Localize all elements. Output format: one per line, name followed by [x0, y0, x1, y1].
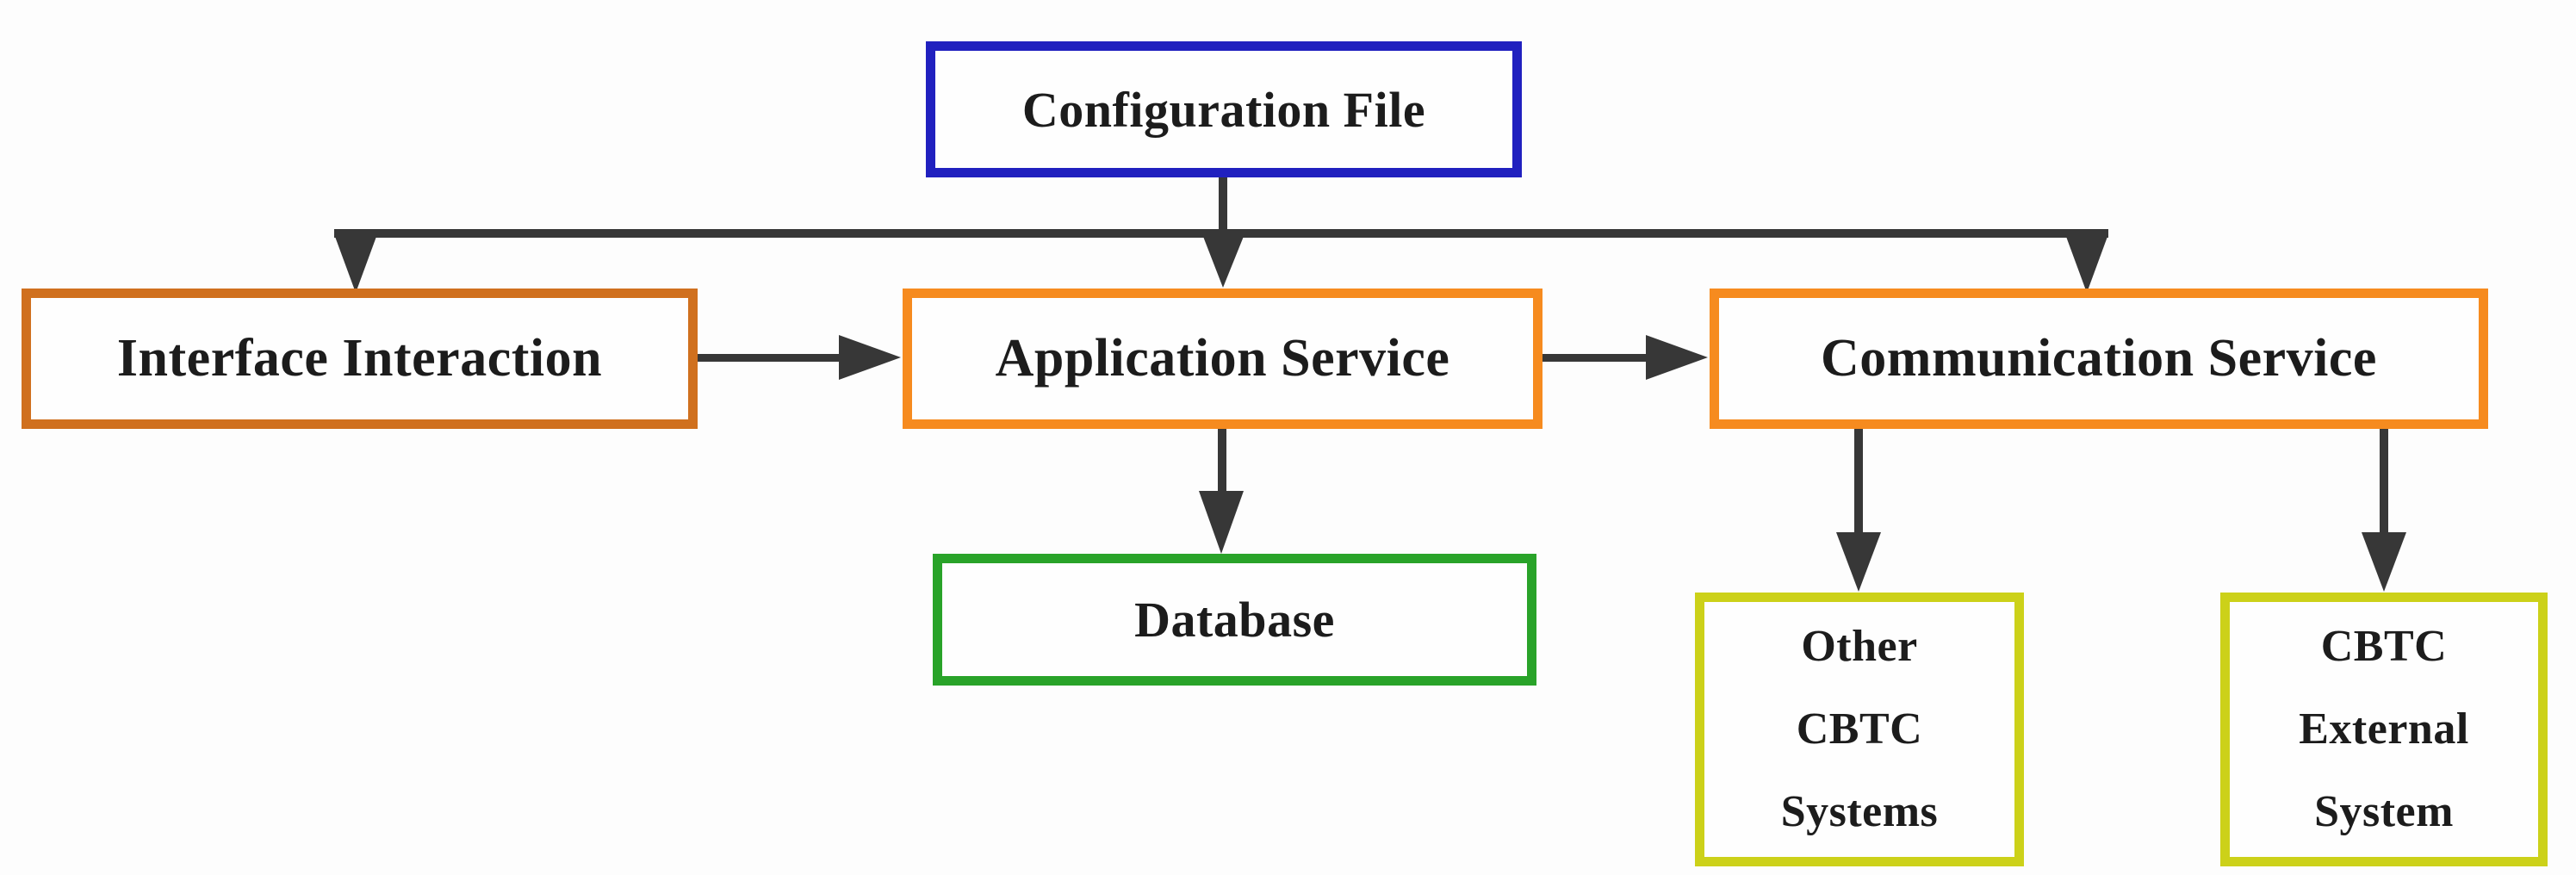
edge-application-to-database: [1218, 426, 1226, 495]
edge-application-to-communication: [1540, 354, 1649, 362]
arrowhead-application-to-database: [1199, 491, 1244, 554]
node-other-cbtc-systems: Other CBTC Systems: [1695, 593, 2024, 866]
arrowhead-interface-to-application: [839, 335, 901, 380]
edge-communication-to-other-cbtc: [1854, 426, 1863, 537]
node-cbtc-external-system-label-line3: System: [2314, 787, 2454, 837]
arrowhead-application-to-communication: [1646, 335, 1708, 380]
node-cbtc-external-system: CBTC External System: [2220, 593, 2548, 866]
edge-config-stem: [1219, 172, 1227, 238]
node-other-cbtc-systems-label-line3: Systems: [1780, 787, 1939, 837]
node-application-service: Application Service: [903, 289, 1542, 429]
node-interface-interaction: Interface Interaction: [22, 289, 698, 429]
node-cbtc-external-system-label-line2: External: [2299, 704, 2469, 754]
node-communication-service: Communication Service: [1710, 289, 2488, 429]
node-interface-interaction-label: Interface Interaction: [116, 329, 603, 388]
arrowhead-config-to-communication: [2065, 234, 2108, 293]
edge-communication-to-cbtc-external: [2380, 426, 2388, 537]
node-other-cbtc-systems-label-line2: CBTC: [1796, 704, 1923, 754]
node-database: Database: [933, 554, 1536, 686]
node-application-service-label: Application Service: [995, 329, 1450, 388]
arrowhead-communication-to-other-cbtc: [1836, 532, 1881, 592]
node-communication-service-label: Communication Service: [1821, 329, 2377, 388]
edge-branch-hline: [334, 229, 2108, 238]
arrowhead-communication-to-cbtc-external: [2362, 532, 2406, 592]
node-database-label: Database: [1134, 592, 1335, 648]
arrowhead-config-to-application: [1202, 234, 1245, 288]
node-configuration-file-label: Configuration File: [1021, 81, 1426, 138]
edge-interface-to-application: [694, 354, 842, 362]
node-cbtc-external-system-label-line1: CBTC: [2320, 621, 2448, 671]
node-configuration-file: Configuration File: [926, 41, 1522, 177]
node-other-cbtc-systems-label-line1: Other: [1801, 621, 1918, 671]
arrowhead-config-to-interface: [334, 234, 377, 293]
